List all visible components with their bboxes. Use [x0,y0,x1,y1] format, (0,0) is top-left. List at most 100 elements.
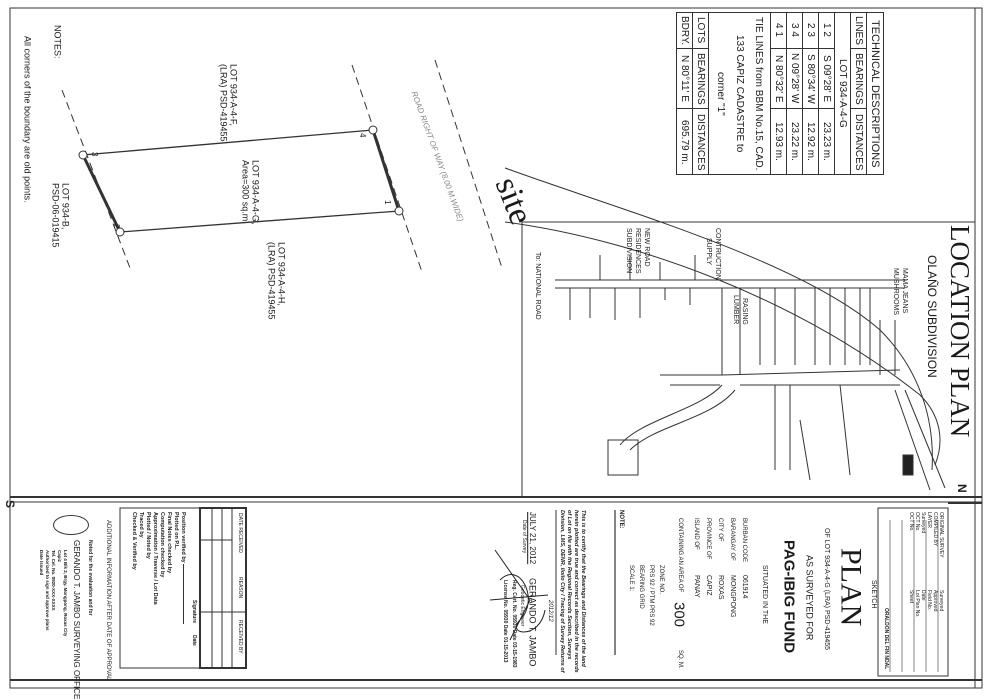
as-surveyed-for: AS SURVEYED FOR [804,555,815,641]
tie-header-distances: DISTANCES [692,108,709,176]
north-indicator: N [954,484,969,493]
corner-1-label: 1 [383,200,393,205]
technical-descriptions-table: TECHNICAL DESCRIPTIONS LINES BEARINGS DI… [676,11,884,176]
cell-bearing: N 09°28' W [786,47,803,110]
cell-distance: 695.79 m. [676,108,693,176]
office-name: GERANDO T. JAMBO SURVEYING OFFICE [72,540,82,700]
corner-3-marker [78,150,88,160]
lot-b-label: LOT 934-B,PSD-06-019415 [50,183,71,248]
sheet-border [9,7,983,689]
records-header-reason: REASON [236,577,243,599]
label-mama-jeans: MAMA JEANS [901,268,909,314]
area-value: 300 [670,602,688,628]
road-edge-line [351,64,423,273]
cell-bearing: N 80°11' E [676,47,693,110]
engineer-title: Geodetic Engineer [518,585,525,627]
lot-f-label: LOT 934-A-4-F,(LRA) PSD-419455 [218,64,239,142]
location-plan-subtitle: OLAÑO SUBDIVISION [924,255,939,378]
label-new-road: NEW ROAD [643,228,651,267]
cell-bearing: S 80°34' W [802,47,819,110]
cell-distance: 23.22 m. [786,108,803,176]
signature-label: Signature [190,600,197,624]
header-lines: LINES [850,12,867,49]
survey-date-label: Date of Survey [520,520,527,554]
tie-header-lots: LOTS [692,12,709,49]
additional-info-label: ADDITIONAL INFORMATION AFTER DATE OF APP… [104,520,111,681]
cell-lines: 1 2 [818,12,835,49]
client-name: PAG-IBIG FUND [780,540,798,654]
area-label: CONTAINING AN AREA OF [676,518,683,593]
corner-1-marker [394,206,404,216]
cell-lines: 2 3 [802,12,819,49]
table-title: TECHNICAL DESCRIPTIONS [866,11,884,176]
lot-g-label: LOT 934-A-4-G,Area=300 sq.m. [240,160,261,225]
corner-2-marker [115,227,125,237]
situated-label: SITUATED IN THE [761,565,769,624]
plan-title: PLAN [834,548,868,627]
label-mushrooms: MUSHROOMS [892,268,900,316]
corner-4-label: 4 [358,133,368,138]
title-block-form [877,507,949,677]
lot-h-label: LOT 934-A-4-H,(LRA) PSD-419455 [266,242,287,320]
cert-reference: 2012/12 [546,600,553,622]
signature [490,549,549,641]
verification-lines: Position verified by Plotted on P.L. Fin… [130,512,186,625]
corner-2-label: 2 [112,224,122,229]
cell-lots: BDRY. [676,12,693,49]
cell-bearing: S 09°28' E [818,47,835,110]
office-note: Noted for the evaluation and for [86,540,93,616]
verification-frame [119,507,201,669]
cell-lines: 4 1 [770,12,787,49]
cell-bearing: N 80°32' E [770,47,787,110]
site-leader-curve [504,167,933,471]
header-distances: DISTANCES [850,108,867,176]
label-residences: RESIDENCES [634,228,642,274]
header-bearings: BEARINGS [850,47,867,110]
cell-distance: 12.93 m. [770,108,787,176]
cell-distance: 12.92 m. [802,108,819,176]
notes-title: NOTES: [52,25,63,59]
notes-text: All corners of the boundary are old poin… [22,36,33,203]
label-supply: SUPPLY [705,238,713,266]
engineer-name: GERANDO T. JAMBO [527,578,538,667]
label-national-road: To: NATIONAL ROAD [534,252,542,320]
records-header-received: RECEIVED BY [236,620,243,654]
sketch-label: SKETCH [870,580,878,609]
label-lumber: LUMBER [732,295,740,325]
tie-row: BDRY. N 80°11' E 695.79 m. [676,12,693,176]
tie-header-bearings: BEARINGS [692,47,709,110]
area-unit: SQ. M. [676,650,683,669]
label-subdivision: SUBDIVISION [625,228,633,274]
label-construction: CONTRUCTION [714,228,722,280]
surveyor-stamp: ORALDON DEL FIN NDAL [882,608,889,670]
cell-lines: 3 4 [786,12,803,49]
lot-reference: OF LOT 934-A-4-G (LRA) PSD-419455 [823,528,831,651]
location-plan-frame [521,221,976,498]
certification-text: This is to certify that the Bearings and… [559,510,586,673]
records-header-date: DATE RECEIVED [236,513,243,553]
stamp-oval [53,515,89,535]
cell-distance: 23.23 m. [818,108,835,176]
tie-lines-text: TIE LINES from BBM No.15, CAD.133 CAPIZ … [708,11,771,176]
corner-3-label: 3 [90,152,100,157]
date-label: Date [190,635,197,646]
corner-4-marker [368,125,378,135]
location-plan-title: LOCATION PLAN [945,225,976,438]
label-rasing: RASING [741,298,749,325]
lot-name: LOT 934-A-4-G [834,11,851,176]
survey-date: JULY 21, 2012 [528,512,538,565]
south-indicator: S [2,500,17,509]
cert-note: NOTE: [617,510,624,529]
